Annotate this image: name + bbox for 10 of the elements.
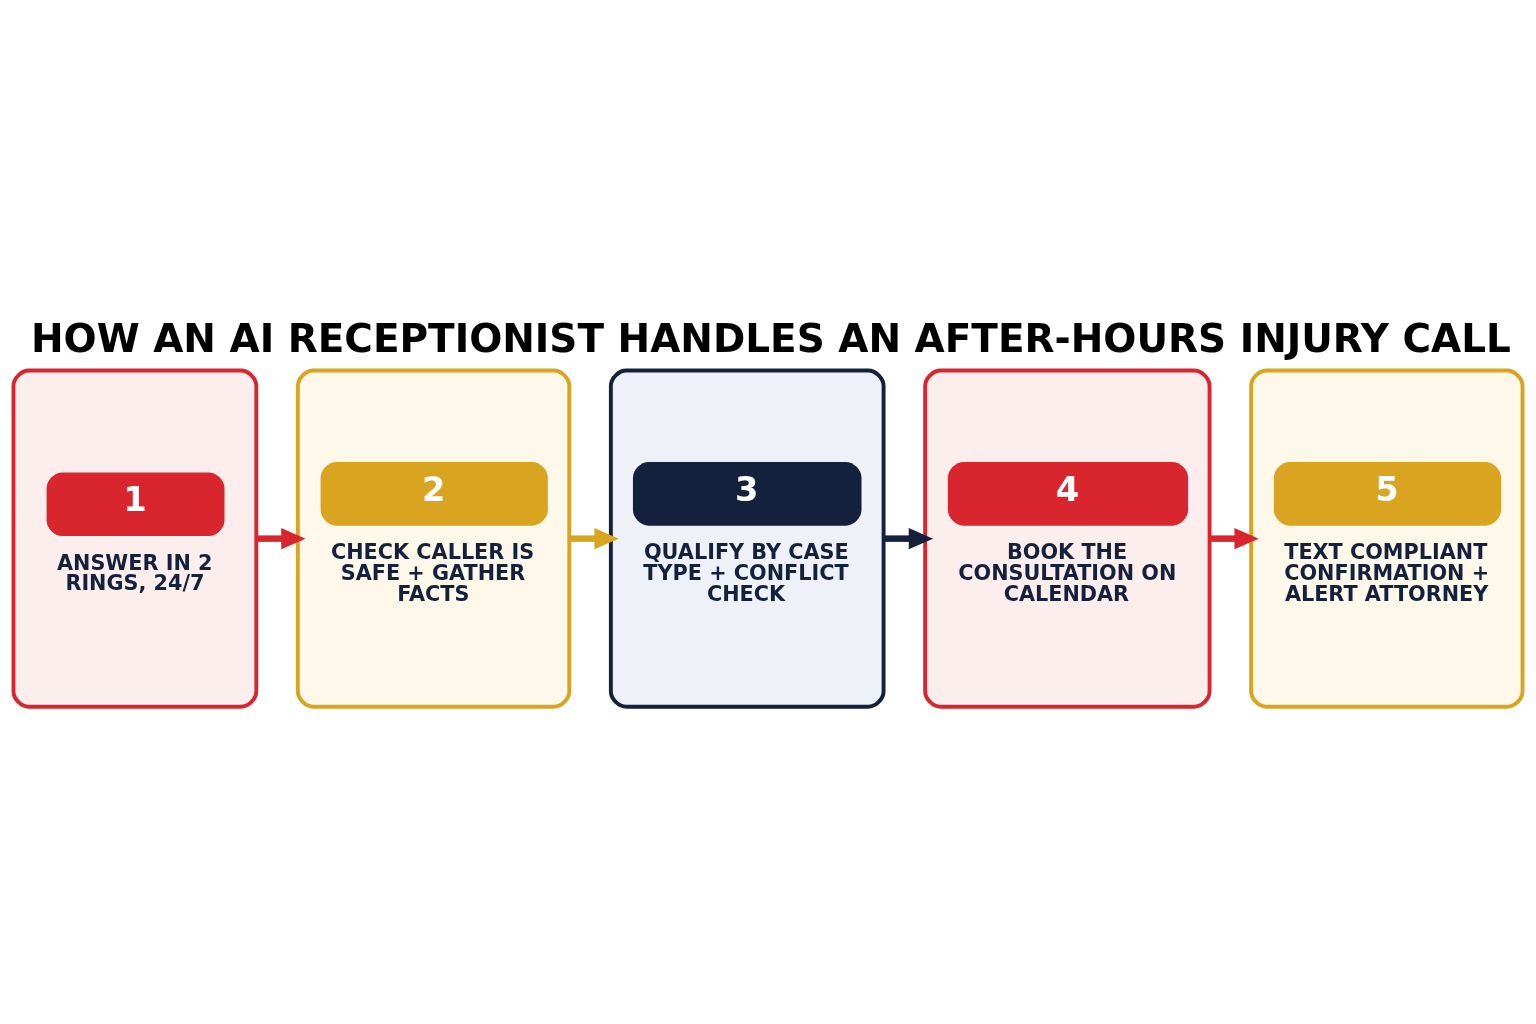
node-box: 2 CHECK CALLER IS SAFE + GATHER FACTS (295, 368, 572, 709)
node-box: 3 QUALIFY BY CASE TYPE + CONFLICT CHECK (608, 368, 886, 709)
arrow (256, 527, 306, 550)
arrow (883, 527, 934, 550)
arrow (569, 527, 619, 550)
arrow (1209, 527, 1259, 550)
node-box: 1 ANSWER IN 2 RINGS, 24/7 (11, 368, 259, 709)
diagram-title: HOW AN AI RECEPTIONIST HANDLES AN AFTER-HOURS INJURY CALL (30, 316, 1511, 362)
node-box: 4 BOOK THE CONSULTATION ON CALENDAR (923, 368, 1212, 709)
node-box: 5 TEXT COMPLIANT CONFIRMATION + ALERT ATTORNEY (1249, 368, 1525, 709)
